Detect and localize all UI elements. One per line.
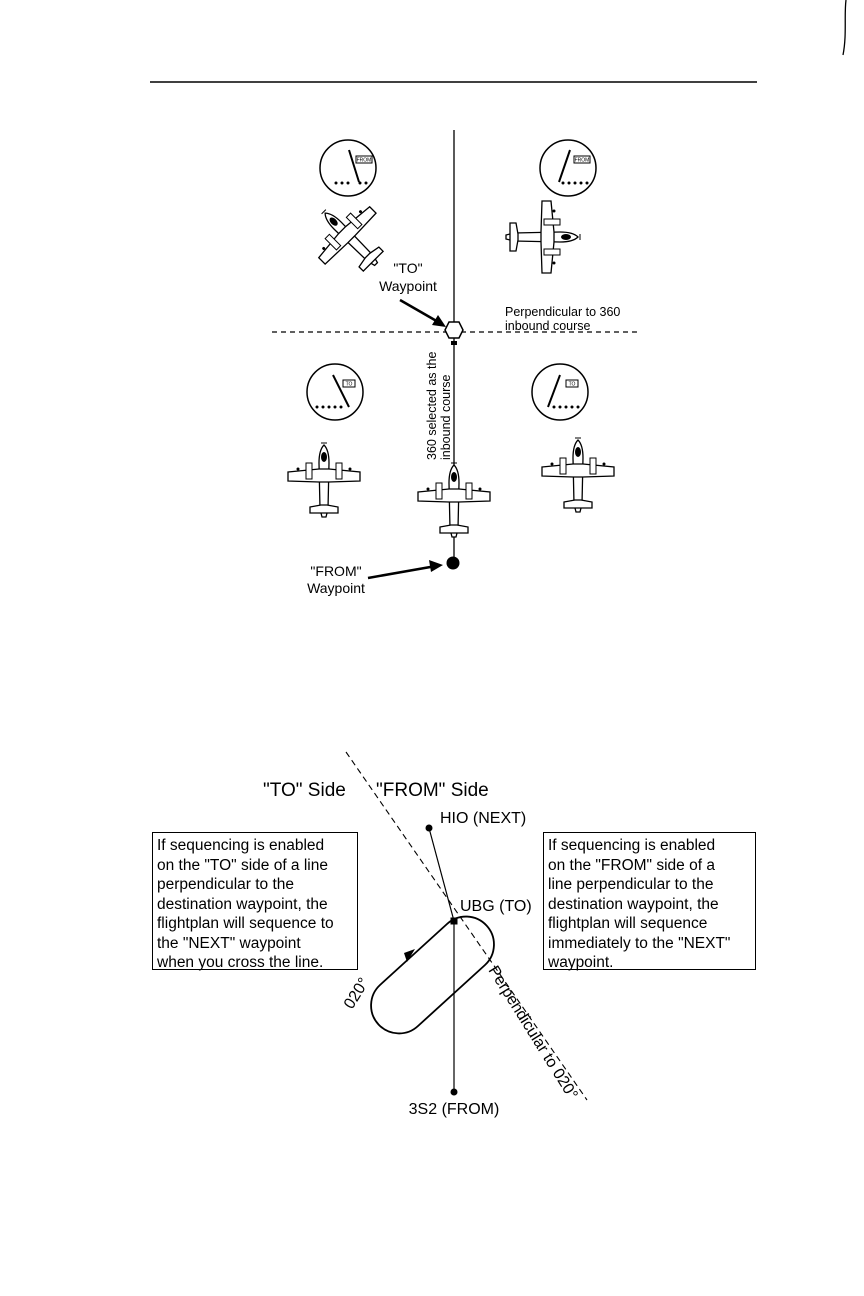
aircraft-bottom-right [541, 437, 615, 513]
cdi-top-right: FROM [539, 139, 597, 197]
right-info-box: If sequencing is enabled on the "FROM" s… [543, 832, 756, 971]
from-waypoint-dot [446, 556, 460, 570]
left-info-line: If sequencing is enabled [157, 837, 325, 854]
perpendicular-label-1: Perpendicular to 360 [505, 305, 620, 319]
hio-waypoint [425, 824, 433, 832]
from-waypoint-label-1: "FROM" [310, 563, 361, 579]
to-waypoint-arrow [399, 298, 446, 327]
hold-direction-arrow [404, 949, 415, 962]
right-info-line: on the "FROM" side of a [548, 856, 715, 874]
left-info-box: If sequencing is enabled on the "TO" sid… [152, 832, 358, 971]
right-info-line: flightplan will sequence [548, 915, 708, 932]
aircraft-top-right [505, 200, 581, 274]
hio-label: HIO (NEXT) [440, 810, 526, 827]
cdi-flag: FROM [357, 158, 372, 164]
leg-hio-ubg [428, 827, 455, 922]
to-waypoint-label-2: Waypoint [379, 278, 437, 294]
cdi-flag: TO [346, 382, 353, 388]
ubg-waypoint [450, 917, 458, 925]
holding-pattern [370, 915, 495, 1035]
cdi-flag: FROM [575, 158, 590, 164]
perpendicular-020-label: Perpendicular to 020° [485, 963, 581, 1103]
left-info-line: on the "TO" side of a line [157, 856, 328, 874]
course-label-1: 360 selected as the [425, 352, 439, 460]
aircraft-bottom-center [417, 462, 491, 538]
right-info-line: immediately to the "NEXT" [548, 934, 731, 952]
from-waypoint-label-2: Waypoint [307, 580, 365, 596]
aircraft-bottom-left [287, 442, 361, 518]
right-info-line: If sequencing is enabled [548, 837, 716, 854]
heading-label: 020° [341, 975, 373, 1012]
left-info-line: perpendicular to the [157, 876, 295, 893]
3s2-label: 3S2 (FROM) [409, 1101, 500, 1118]
left-info-line: destination waypoint, the [157, 895, 328, 913]
cdi-flag: TO [569, 382, 576, 388]
to-waypoint-label-1: "TO" [393, 260, 422, 276]
ubg-label: UBG (TO) [460, 898, 532, 915]
left-info-line: flightplan will sequence to [157, 915, 334, 932]
cdi-top-left: FROM [319, 139, 377, 197]
perpendicular-020-line [345, 751, 588, 1101]
right-info-line: waypoint. [548, 954, 614, 971]
right-info-line: destination waypoint, the [548, 895, 719, 913]
page-edge-mark [842, 0, 847, 56]
from-waypoint-arrow [367, 560, 443, 580]
3s2-waypoint [450, 1088, 458, 1096]
to-waypoint-marker [444, 321, 464, 339]
left-info-line: the "NEXT" waypoint [157, 934, 301, 952]
to-side-label: "TO" Side [263, 780, 346, 801]
cdi-bottom-right: TO [531, 363, 589, 421]
from-side-label: "FROM" Side [376, 780, 489, 801]
left-info-line: when you cross the line. [157, 954, 324, 971]
figure-1: FROM FROM TO TO [272, 130, 637, 596]
course-tick [451, 341, 457, 345]
cdi-bottom-left: TO [306, 363, 364, 421]
perpendicular-label-2: inbound course [505, 319, 591, 333]
course-label-2: inbound course [439, 374, 453, 460]
aircraft-top-left [297, 185, 403, 291]
right-info-line: line perpendicular to the [548, 876, 714, 893]
